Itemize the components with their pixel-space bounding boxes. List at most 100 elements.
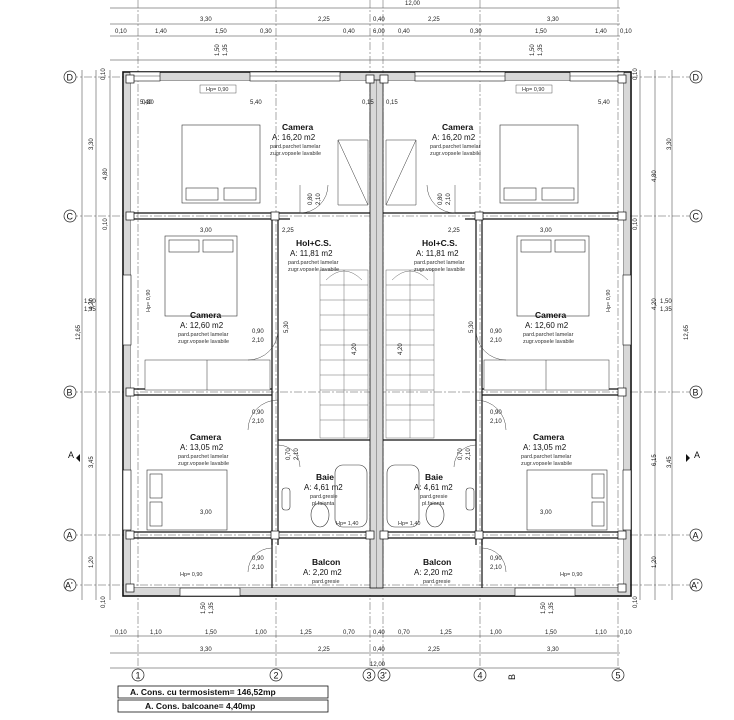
bed-top-left: [181, 124, 261, 204]
interior-dimensions: 5,40 5,40 0,15 0,15 5,40 0,30 2,25 2,25 …: [140, 100, 610, 516]
svg-text:2,25: 2,25: [318, 17, 330, 23]
svg-text:A: 2,20 m2: A: 2,20 m2: [303, 568, 342, 577]
svg-text:Hp= 1,40: Hp= 1,40: [336, 521, 358, 527]
svg-text:Hp= 0,90: Hp= 0,90: [180, 572, 202, 578]
room-baie-left: Baie A: 4,61 m2 pard.gresie pl.faianta: [304, 472, 343, 507]
svg-text:2,10: 2,10: [252, 419, 264, 425]
row-axis-labels: D D C C B B A A A' A': [63, 70, 703, 592]
svg-text:A: A: [693, 531, 699, 541]
bed-mid-left: [164, 235, 238, 317]
svg-text:3,30: 3,30: [667, 138, 673, 150]
svg-text:1: 1: [136, 671, 141, 681]
right-dims: 0,10 3,30 4,80 0,10 4,20 12,65 6,15 3,45…: [633, 68, 690, 608]
axis-bubble-1: 1: [131, 668, 145, 682]
svg-text:A: 12,60 m2: A: 12,60 m2: [525, 321, 569, 330]
svg-text:Camera: Camera: [442, 122, 473, 132]
svg-text:D: D: [693, 73, 700, 83]
svg-text:zugr.vopsele lavabile: zugr.vopsele lavabile: [270, 151, 321, 157]
svg-text:0,10: 0,10: [620, 29, 632, 35]
svg-text:0,30: 0,30: [142, 100, 154, 106]
svg-text:3: 3: [367, 671, 372, 681]
svg-text:0,10: 0,10: [633, 68, 639, 80]
svg-text:0,30: 0,30: [470, 29, 482, 35]
svg-text:Camera: Camera: [190, 310, 221, 320]
window-height-labels: Hp= 0,90 Hp= 0,90 Hp= 0,90 Hp= 0,90 Hp= …: [146, 84, 612, 578]
svg-text:0,90: 0,90: [252, 329, 264, 335]
summary-box-balcony: A. Cons. balcoane= 4,40mp: [117, 699, 329, 713]
svg-text:A. Cons. cu termosistem= 146,5: A. Cons. cu termosistem= 146,52mp: [130, 687, 276, 697]
svg-text:1,25: 1,25: [440, 630, 452, 636]
svg-text:12,65: 12,65: [684, 324, 690, 340]
bed-mid-right: [516, 235, 590, 317]
svg-text:Hp= 0,90: Hp= 0,90: [560, 572, 582, 578]
svg-text:A: A: [67, 531, 73, 541]
svg-text:zugr.vopsele lavabile: zugr.vopsele lavabile: [178, 461, 229, 467]
svg-text:A: 11,81 m2: A: 11,81 m2: [416, 249, 459, 258]
door-swings: [247, 184, 507, 573]
svg-text:5,40: 5,40: [598, 100, 610, 106]
svg-text:B: B: [693, 388, 699, 398]
staircase-right: [385, 269, 435, 439]
svg-text:0,10: 0,10: [101, 68, 107, 80]
room-hol-left: Hol+C.S. A: 11,81 m2 pard.parchet lamela…: [288, 238, 339, 273]
svg-text:0,40: 0,40: [373, 630, 385, 636]
svg-text:Balcon: Balcon: [312, 557, 340, 567]
svg-text:pard.parchet lamelar: pard.parchet lamelar: [414, 260, 465, 266]
svg-text:A': A': [65, 581, 73, 591]
svg-text:1,35: 1,35: [538, 44, 544, 56]
svg-text:Camera: Camera: [190, 432, 221, 442]
svg-text:2,10: 2,10: [466, 448, 472, 460]
svg-text:Balcon: Balcon: [423, 557, 451, 567]
svg-text:2: 2: [274, 671, 279, 681]
svg-text:0,40: 0,40: [398, 29, 410, 35]
svg-text:2,25: 2,25: [282, 228, 294, 234]
svg-text:pard.parchet lamelar: pard.parchet lamelar: [270, 144, 321, 150]
svg-text:pard.parchet lamelar: pard.parchet lamelar: [523, 332, 574, 338]
svg-text:Camera: Camera: [533, 432, 564, 442]
svg-text:0,90: 0,90: [490, 329, 502, 335]
room-camera-low-left: Camera A: 13,05 m2 pard.parchet lamelar …: [178, 432, 229, 467]
svg-text:1,50: 1,50: [215, 29, 227, 35]
axis-bubble-D-right: D: [689, 70, 703, 84]
top-row2-dims: 0,10 1,40 1,50 0,30 0,40 6,00 0,40 0,30 …: [115, 29, 632, 35]
svg-text:1,35: 1,35: [84, 307, 96, 313]
svg-text:pl.faianta: pl.faianta: [312, 501, 335, 507]
svg-text:zugr.vopsele lavabile: zugr.vopsele lavabile: [523, 339, 574, 345]
room-camera-low-right: Camera A: 13,05 m2 pard.parchet lamelar …: [521, 432, 572, 467]
svg-text:4,20: 4,20: [352, 343, 358, 355]
bed-top-right: [499, 124, 579, 204]
svg-text:2,25: 2,25: [318, 647, 330, 653]
wardrobes: [144, 139, 610, 391]
svg-text:Hp= 0,90: Hp= 0,90: [146, 290, 152, 312]
section-marker-left: A: [68, 450, 74, 460]
svg-text:1,40: 1,40: [595, 29, 607, 35]
svg-text:A: 16,20 m2: A: 16,20 m2: [272, 133, 316, 142]
svg-text:2,10: 2,10: [316, 193, 322, 205]
svg-text:1,25: 1,25: [300, 630, 312, 636]
room-camera-top-left: Camera A: 16,20 m2 pard.parchet lamelar …: [270, 122, 321, 157]
svg-text:6,00: 6,00: [373, 29, 385, 35]
section-markers: A A B: [68, 450, 700, 680]
svg-text:1,50: 1,50: [541, 602, 547, 614]
svg-text:2,25: 2,25: [448, 228, 460, 234]
svg-text:0,15: 0,15: [386, 100, 398, 106]
room-camera-mid-left: Camera A: 12,60 m2 pard.parchet lamelar …: [178, 310, 229, 345]
svg-text:6,15: 6,15: [652, 454, 658, 466]
svg-text:1,40: 1,40: [155, 29, 167, 35]
axis-bubble-B-right: B: [689, 385, 703, 399]
svg-text:0,10: 0,10: [103, 218, 109, 230]
svg-text:1,20: 1,20: [652, 556, 658, 568]
right-window-dims: 1,50 1,35: [660, 299, 672, 313]
axis-bubble-A2-right: A': [689, 578, 703, 592]
bottom-window-dims: 1,50 1,35 1,50 1,35: [201, 602, 555, 614]
svg-text:3,45: 3,45: [667, 456, 673, 468]
svg-text:5: 5: [616, 671, 621, 681]
axis-bubble-A-left: A: [63, 528, 77, 542]
structural-columns: [125, 74, 627, 593]
svg-text:12,65: 12,65: [76, 324, 82, 340]
svg-text:0,70: 0,70: [458, 448, 464, 460]
svg-text:5,40: 5,40: [140, 100, 152, 106]
svg-text:A: 4,61 m2: A: 4,61 m2: [304, 483, 343, 492]
axis-bubble-4: 4: [473, 668, 487, 682]
